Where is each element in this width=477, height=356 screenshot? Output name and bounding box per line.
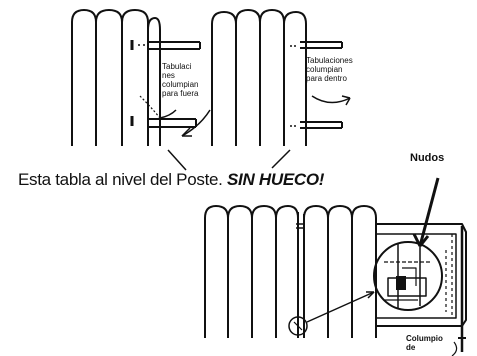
fence-with-gate bbox=[204, 205, 467, 356]
pointer-line-left bbox=[167, 149, 187, 171]
fence-panel-outward bbox=[71, 9, 201, 146]
diagram-caption: Esta tabla al nivel del Poste. SIN HUECO… bbox=[18, 170, 324, 190]
magnified-knot-inset bbox=[306, 241, 443, 323]
label-outward: Tabulaci nes columpian para fuera bbox=[162, 62, 199, 98]
arrow-inward-icon bbox=[311, 95, 351, 106]
caption-emphasis: SIN HUECO! bbox=[227, 170, 325, 189]
arrow-outward-icon bbox=[181, 109, 211, 137]
pointer-line-right bbox=[271, 149, 291, 169]
label-knots: Nudos bbox=[410, 152, 445, 164]
caption-main: Esta tabla al nivel del Poste. bbox=[18, 170, 223, 189]
label-inward: Tabulaciones columpian para dentro bbox=[306, 56, 353, 83]
knots-pointer-icon bbox=[412, 177, 440, 247]
label-swing: Columpio de bbox=[406, 334, 443, 352]
fence-panel-inward bbox=[211, 9, 343, 146]
